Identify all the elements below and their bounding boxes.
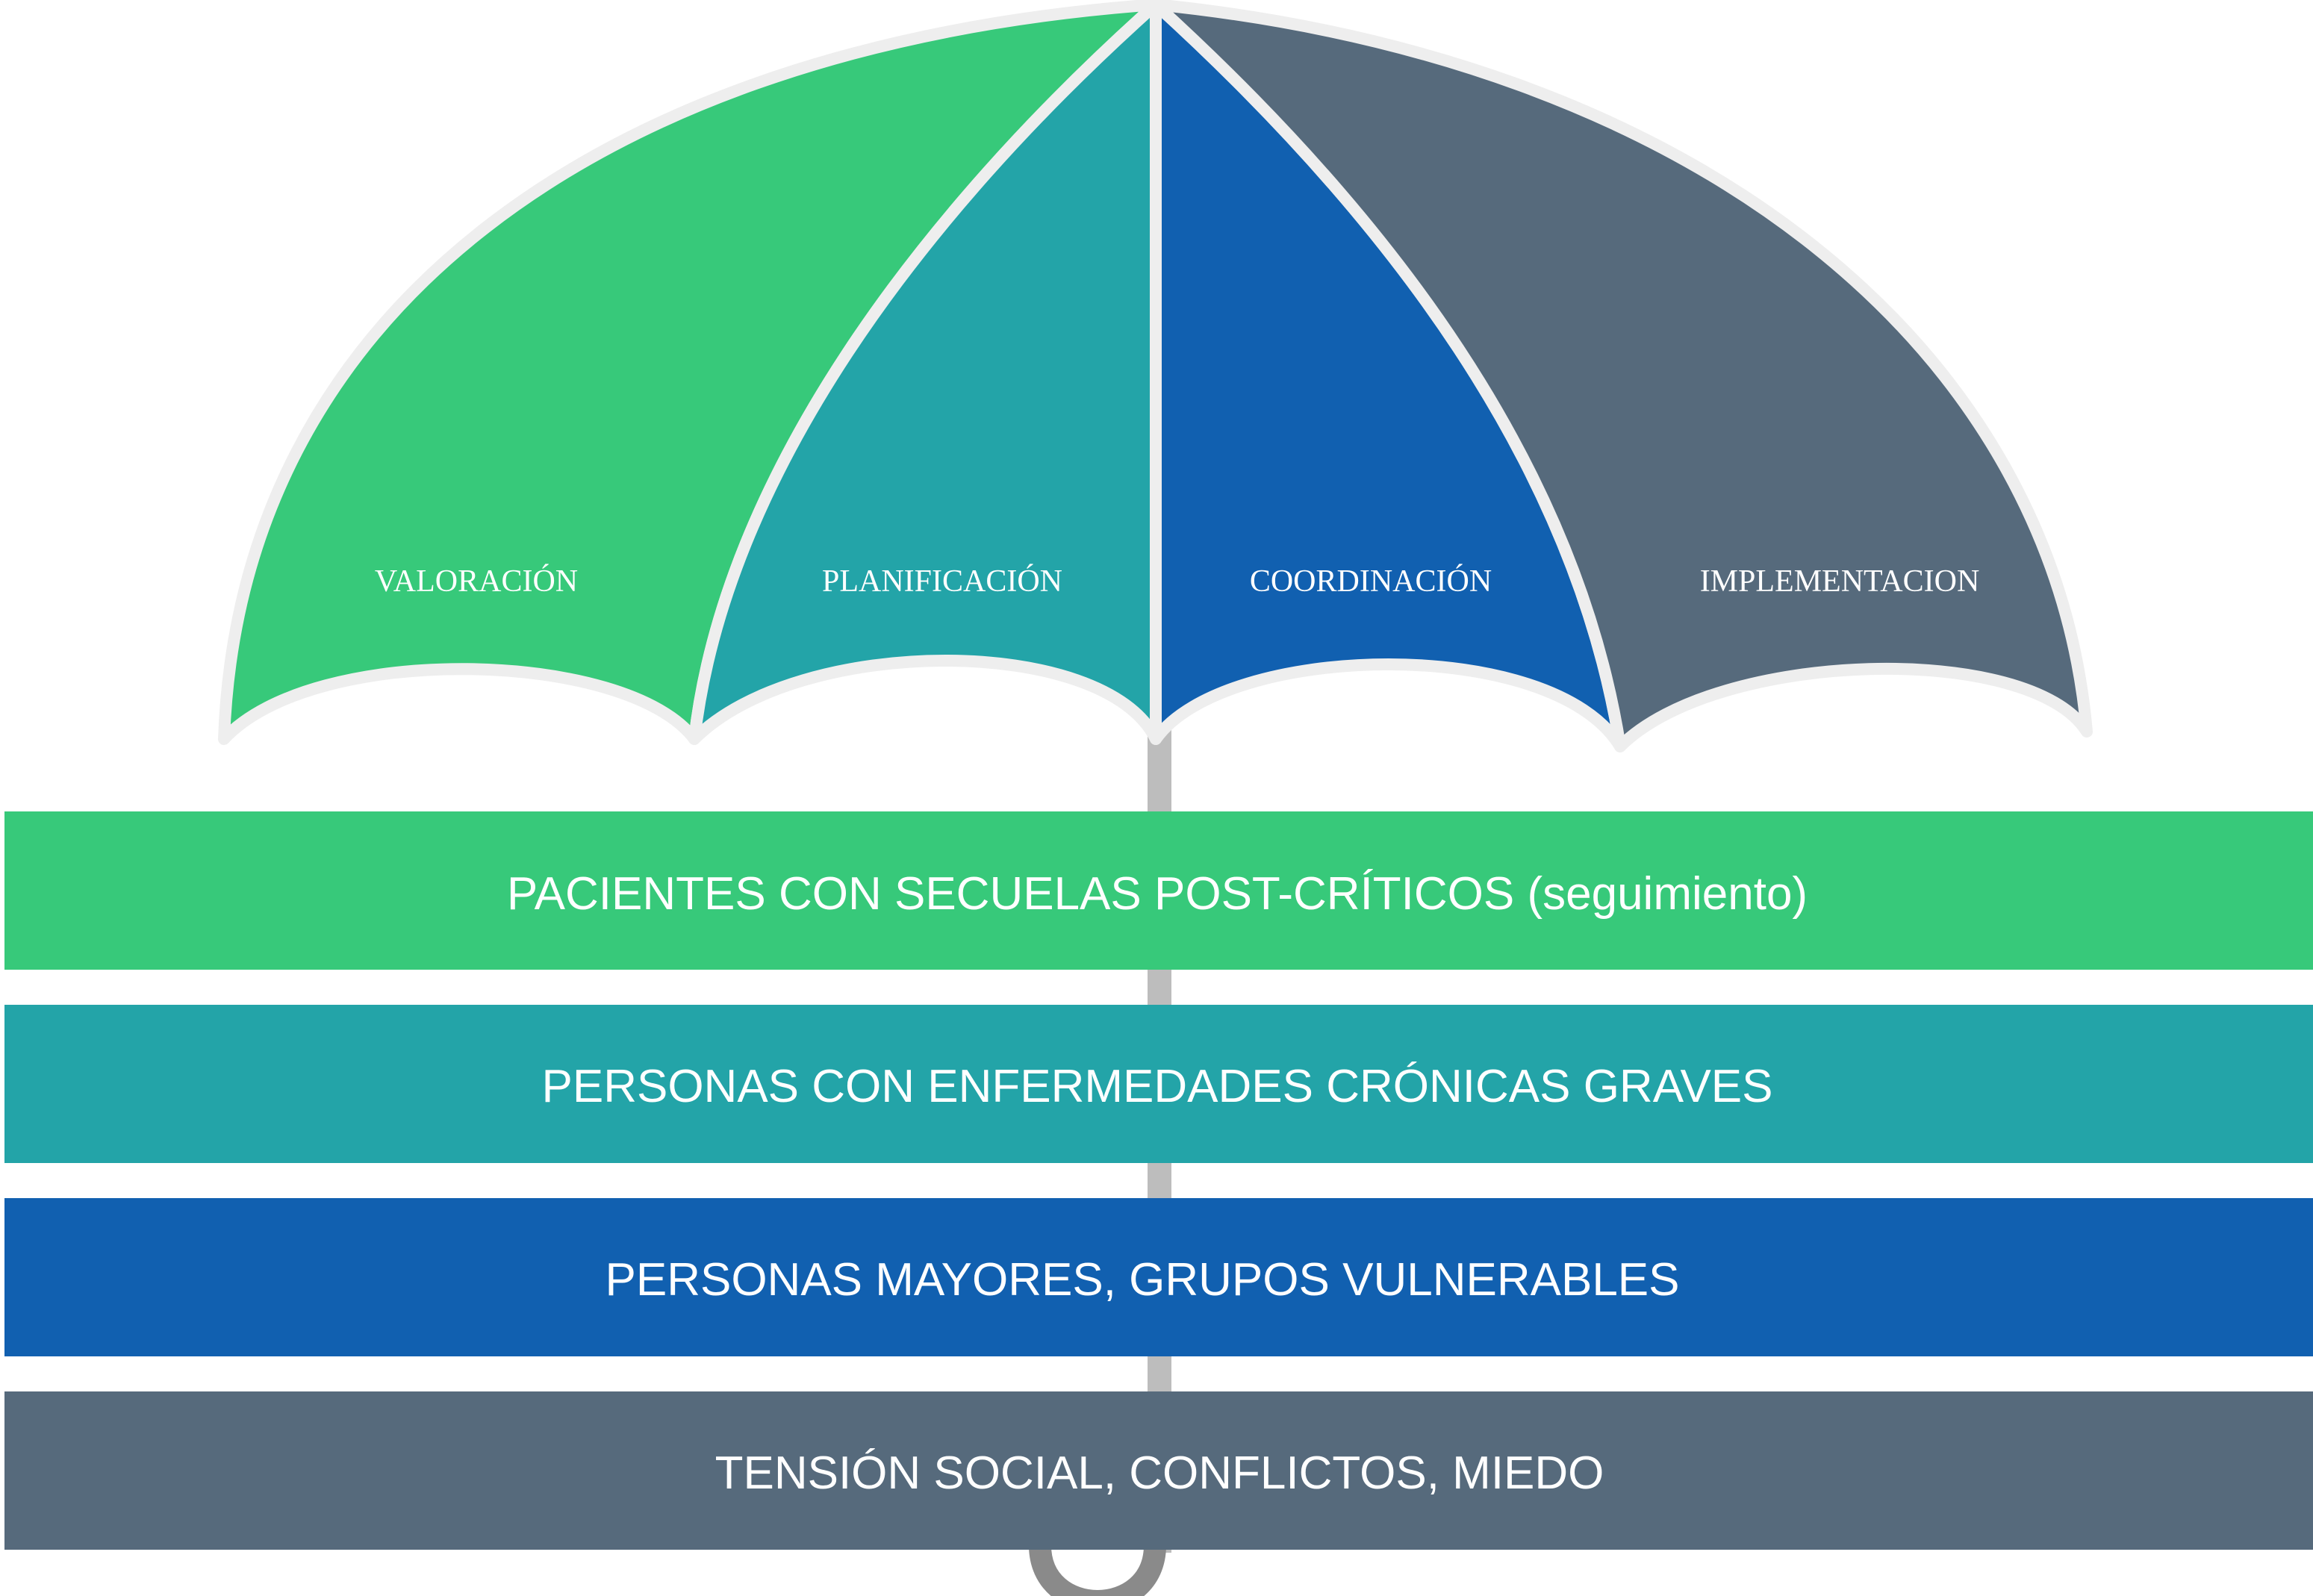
panel-label-valoracion: VALORACIÓN [375,564,578,599]
population-bars: PACIENTES CON SECUELAS POST-CRÍTICOS (se… [4,811,2313,1550]
panel-label-coordinacion: COORDINACIÓN [1250,564,1492,599]
canopy-panel-implementacion [1150,0,2093,752]
bar-1-label: PACIENTES CON SECUELAS POST-CRÍTICOS (se… [507,868,1808,920]
bar-2-label: PERSONAS CON ENFERMEDADES CRÓNICAS GRAVE… [541,1061,1772,1112]
bar-1 [4,811,2313,970]
panel-label-implementacion: IMPLEMENTACION [1700,564,1980,599]
bar-3 [4,1198,2313,1356]
bar-4 [4,1391,2313,1550]
bar-3-label: PERSONAS MAYORES, GRUPOS VULNERABLES [605,1254,1679,1306]
umbrella-hook [1029,1534,1166,1596]
panel-label-planificacion: PLANIFICACIÓN [822,564,1062,599]
bar-2 [4,1005,2313,1163]
umbrella-canopy [218,0,2093,752]
bar-4-label: TENSIÓN SOCIAL, CONFLICTOS, MIEDO [715,1447,1604,1499]
canopy-panel-planificacion [688,0,1162,745]
